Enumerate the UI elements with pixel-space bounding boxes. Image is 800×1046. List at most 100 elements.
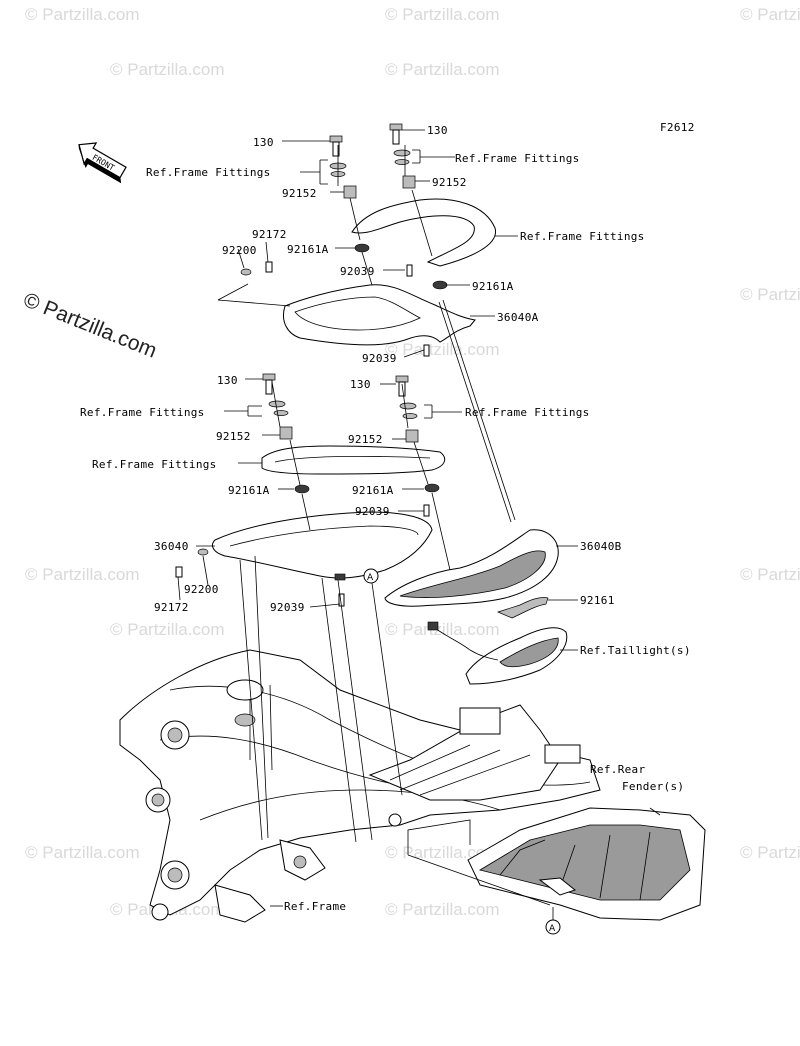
side-cover-36040a	[283, 284, 476, 346]
leader-line	[438, 301, 512, 523]
hardware-stack-top-right	[389, 123, 448, 290]
watermark: © Partzilla.com	[385, 60, 500, 79]
ref-label: Fender(s)	[622, 780, 684, 793]
part-label: 92152	[282, 187, 317, 200]
rubber-92161	[496, 597, 549, 619]
front-arrow-icon: FRONT	[78, 142, 127, 184]
part-label: 92172	[154, 601, 189, 614]
bolt-130-icon	[395, 375, 409, 383]
part-label: 36040B	[580, 540, 622, 553]
collar-92152-icon	[279, 426, 293, 440]
watermark: © Partzilla.com	[25, 565, 140, 584]
part-label: 92161A	[472, 280, 514, 293]
part-labels: 130 130 Ref.Frame Fittings Ref.Frame Fit…	[80, 124, 691, 913]
part-label: 92152	[432, 176, 467, 189]
callout-a-bottom: A	[545, 919, 561, 935]
grommet-92161a-icon	[432, 280, 448, 290]
watermark: © Partzilla.com	[385, 620, 500, 639]
ref-label: Ref.Frame Fittings	[455, 152, 580, 165]
washer-icon	[268, 400, 286, 408]
watermark: © Partzilla.com	[385, 340, 500, 359]
washer-icon	[273, 410, 289, 416]
grab-rail-upper	[351, 198, 496, 267]
watermark: © Partzilla.com	[740, 285, 800, 304]
side-cover-36040-inner	[229, 525, 419, 547]
ref-label: Ref.Frame Fittings	[465, 406, 590, 419]
grommet-92161a-icon	[354, 243, 370, 253]
svg-text:A: A	[549, 924, 556, 934]
taillight-wire	[431, 625, 499, 661]
screw-92172-icon	[175, 566, 183, 578]
callout-a-top: A	[363, 568, 379, 584]
collar-92152-icon	[402, 175, 416, 189]
taillight-lens	[499, 637, 559, 668]
clip-92039-icon	[406, 264, 413, 277]
hardware-stack-mid-right	[395, 375, 440, 493]
screw-92172-icon	[265, 261, 273, 273]
part-label: 130	[253, 136, 274, 149]
fasteners-mid	[175, 504, 430, 607]
part-label: 92039	[355, 505, 390, 518]
washer-icon	[402, 413, 418, 419]
ref-label: Ref.Frame	[284, 900, 346, 913]
bolt-130-icon	[329, 135, 343, 143]
part-label: 130	[427, 124, 448, 137]
part-label: 92039	[270, 601, 305, 614]
collar-92152-icon	[405, 429, 419, 443]
side-cover-36040	[212, 511, 433, 579]
watermark: © Partzilla.com	[385, 900, 500, 919]
washer-92200-icon	[240, 268, 252, 276]
watermark: © Partzilla.com	[25, 843, 140, 862]
washer-icon	[399, 402, 417, 410]
part-label: 36040A	[497, 311, 539, 324]
ref-label: Ref.Rear	[590, 763, 645, 776]
grommet-92161a-icon	[294, 484, 310, 494]
part-label: 92161	[580, 594, 615, 607]
part-label: 130	[350, 378, 371, 391]
collar-92152-icon	[343, 185, 357, 199]
part-label: 92200	[222, 244, 257, 257]
part-label: 92039	[340, 265, 375, 278]
leader-line	[442, 299, 516, 521]
part-label: 92161A	[352, 484, 394, 497]
watermark: © Partzilla.com	[740, 565, 800, 584]
side-cover-36040b-inner	[399, 550, 546, 598]
bolt-130-icon	[262, 373, 276, 381]
ref-label: Ref.Taillight(s)	[580, 644, 691, 657]
ref-label: Ref.Frame Fittings	[520, 230, 645, 243]
washer-icon	[394, 159, 410, 165]
part-label: 92039	[362, 352, 397, 365]
frame-assembly	[119, 649, 601, 923]
watermark: © Partzilla.com	[385, 5, 500, 24]
clip-icon	[334, 573, 346, 581]
washer-92200-icon	[197, 548, 209, 556]
part-label: 36040	[154, 540, 189, 553]
clip-92039-icon	[423, 344, 430, 357]
watermark: © Partzilla.com	[740, 843, 800, 862]
rear-fender	[467, 807, 706, 921]
side-cover-36040a-inner	[294, 296, 421, 331]
hardware-stack-mid-left	[262, 373, 310, 494]
grab-rail-middle	[261, 445, 446, 475]
fasteners-top	[240, 261, 430, 357]
svg-text:A: A	[367, 573, 374, 583]
part-label: 92152	[348, 433, 383, 446]
ref-label: Ref.Frame Fittings	[92, 458, 217, 471]
part-label: 92200	[184, 583, 219, 596]
watermark: © Partzilla.com	[25, 5, 140, 24]
ref-label: Ref.Frame Fittings	[80, 406, 205, 419]
watermark-large: © Partzilla.com	[20, 288, 160, 362]
watermark: © Partzilla.com	[740, 5, 800, 24]
part-label: 92161A	[287, 243, 329, 256]
clip-92039-icon	[423, 504, 430, 517]
part-label: 92152	[216, 430, 251, 443]
grab-rail-middle-inner	[274, 455, 431, 463]
watermark: © Partzilla.com	[110, 60, 225, 79]
part-label: 92161A	[228, 484, 270, 497]
figure-code: F2612	[660, 121, 695, 134]
hardware-stack-top-left	[329, 135, 370, 253]
ref-label: Ref.Frame Fittings	[146, 166, 271, 179]
washer-icon	[393, 149, 411, 157]
part-label: 130	[217, 374, 238, 387]
